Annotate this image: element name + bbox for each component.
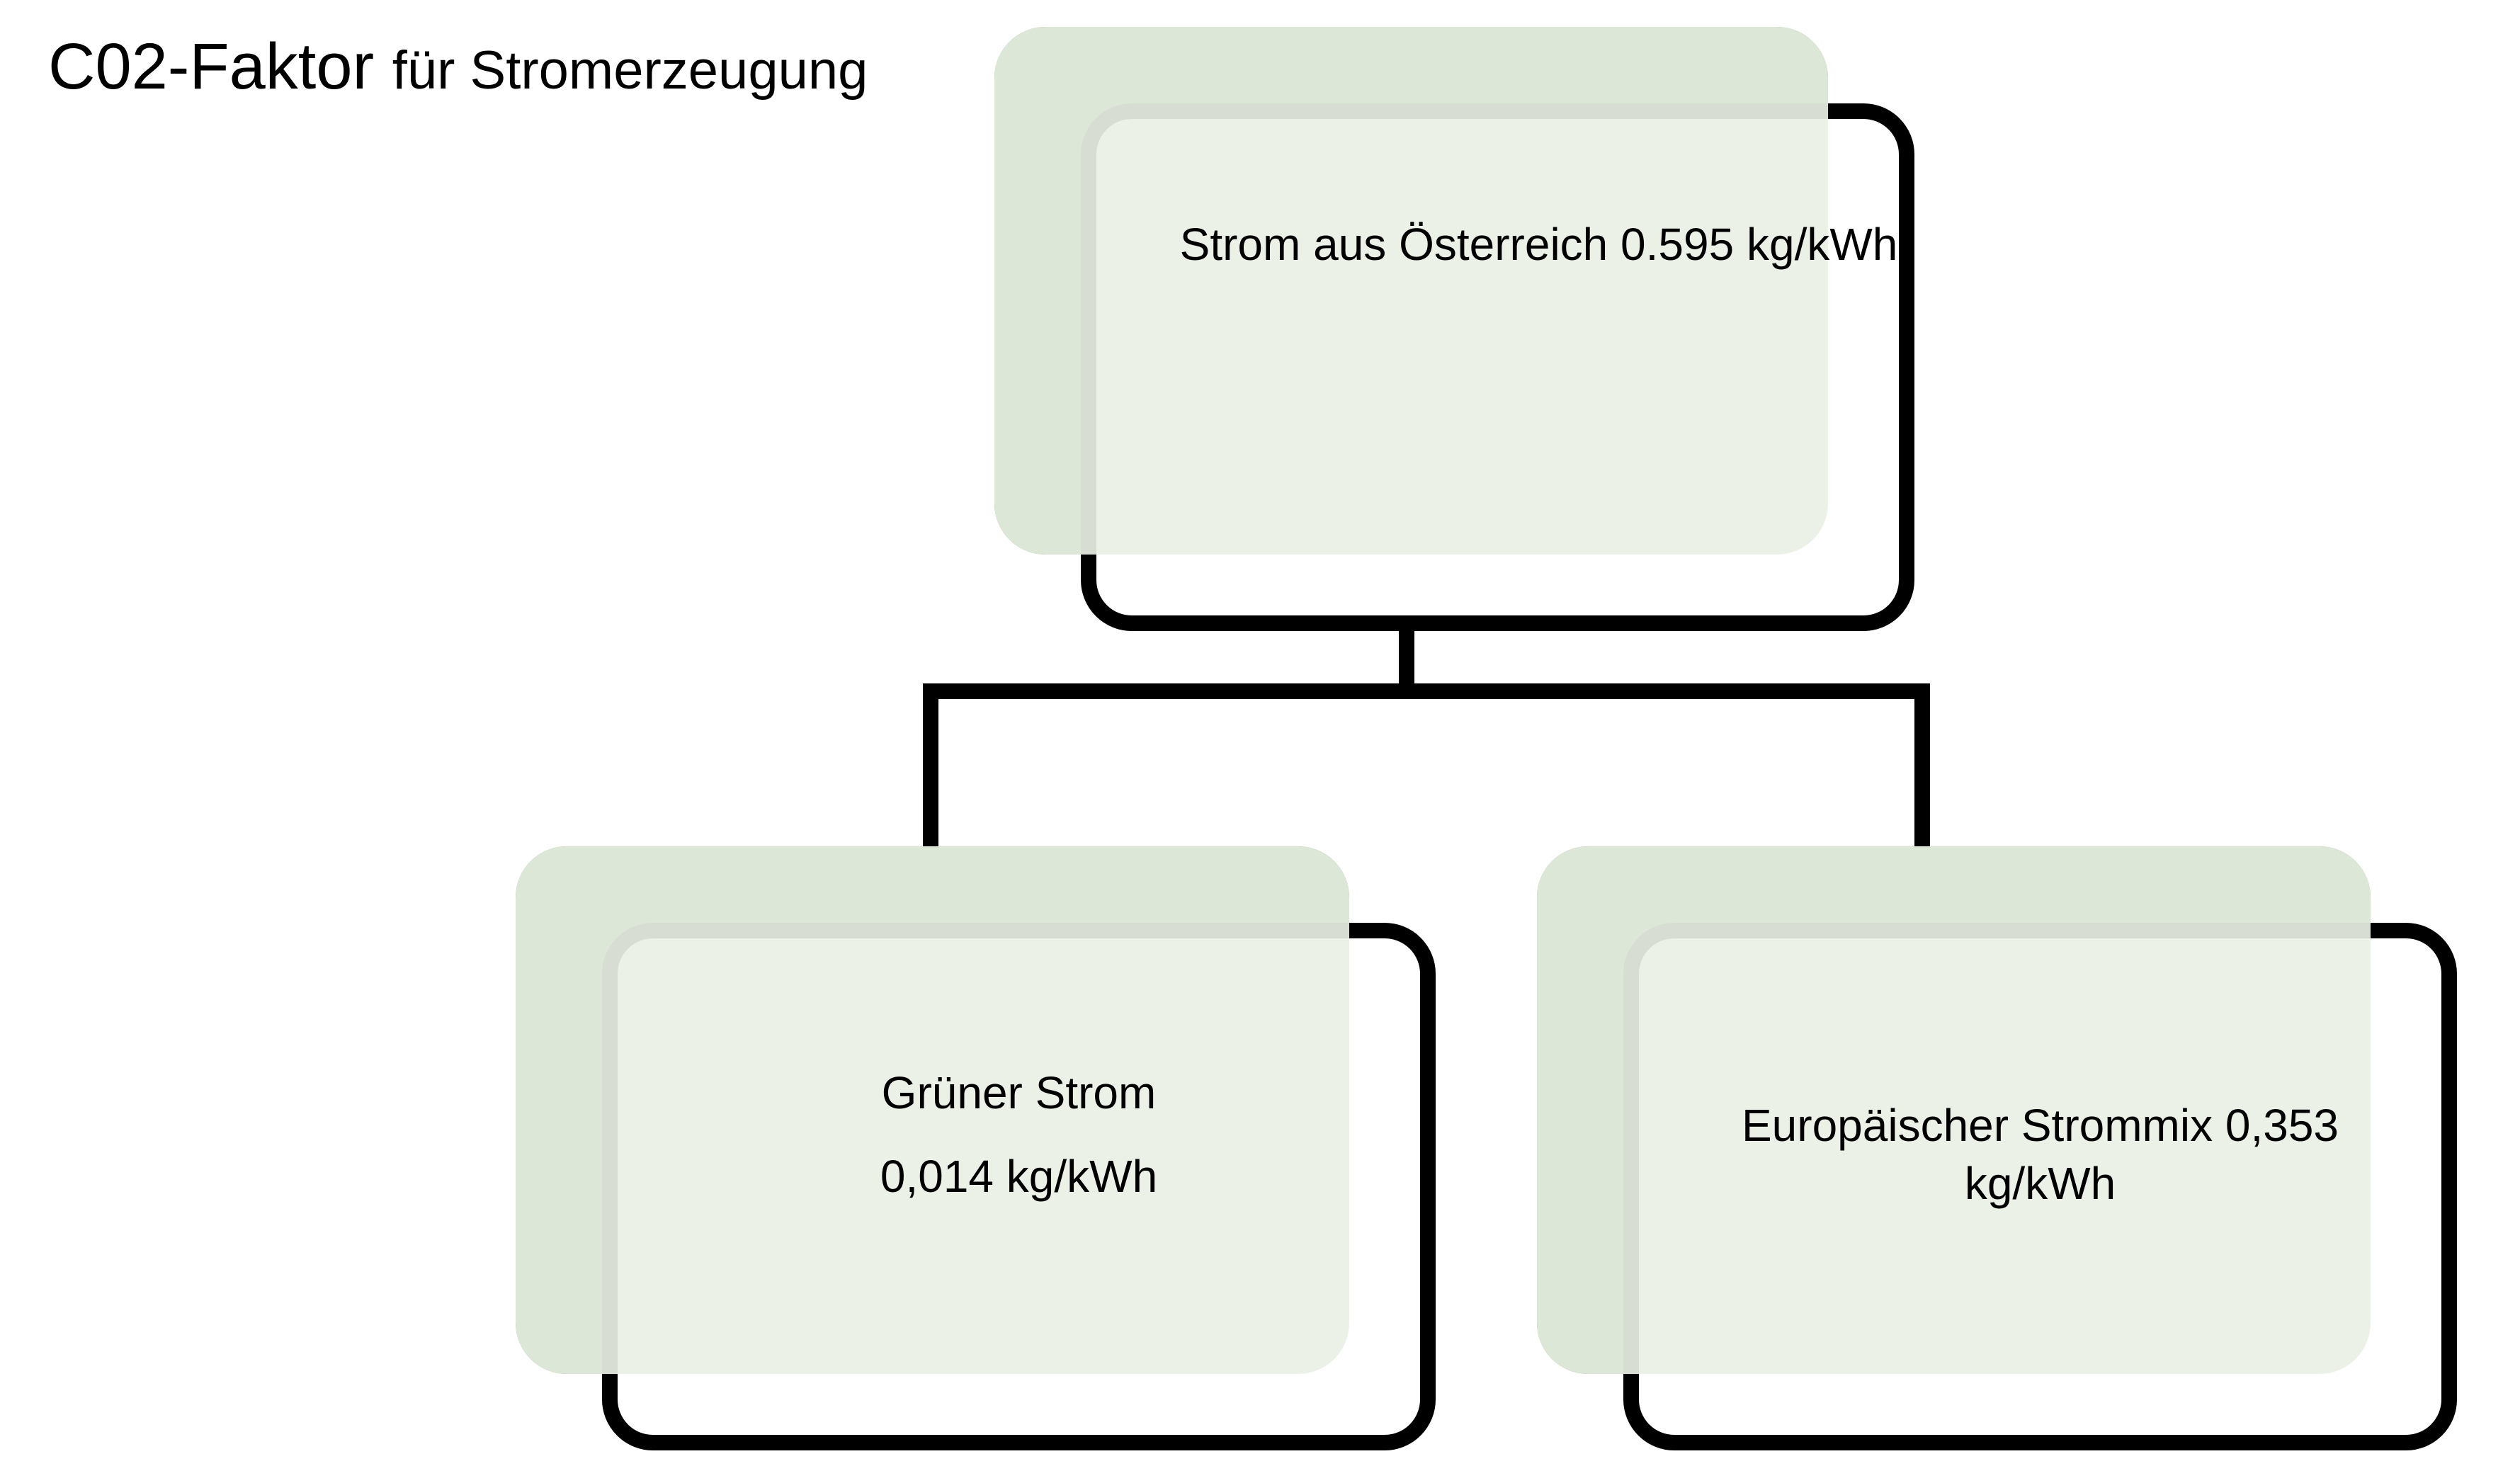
title-sub: für Stromerzeugung — [392, 40, 868, 101]
node-text-line1: Grüner Strom — [881, 1067, 1157, 1119]
title-main: C02-Faktor — [48, 30, 375, 103]
connector-tree — [923, 629, 1930, 848]
diagram-title: C02-Faktor für Stromerzeugung — [48, 34, 868, 99]
node-text-line2: kg/kWh — [1964, 1158, 2116, 1209]
node-text-line1: Europäischer Strommix 0,353 — [1741, 1100, 2339, 1152]
node-label: Grüner Strom 0,014 kg/kWh — [602, 923, 1436, 1348]
node-fill-overlay — [516, 846, 1349, 1374]
node-fill-overlay — [994, 27, 1828, 555]
node-label: Strom aus Österreich 0.595 kg/kWh — [1122, 103, 1956, 387]
node-text-line2: 0,014 kg/kWh — [880, 1151, 1158, 1202]
node-text: Strom aus Österreich 0.595 kg/kWh — [1179, 219, 1898, 271]
node-fill-overlay — [1537, 846, 2371, 1374]
node-label: Europäischer Strommix 0,353 kg/kWh — [1623, 923, 2457, 1382]
